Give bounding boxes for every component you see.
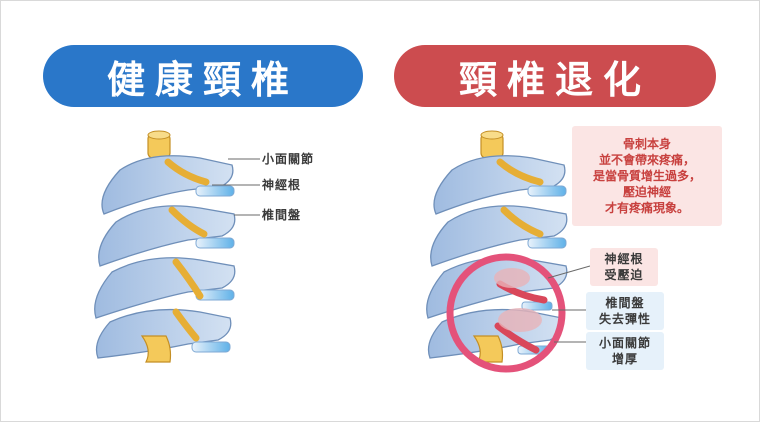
degenerated-spine [426, 130, 568, 373]
healthy-title: 健康頸椎 [43, 45, 363, 107]
problem-area-circle [446, 253, 566, 373]
degenerated-leader-lines [547, 265, 591, 343]
label-nerve-compressed: 神經根 受壓迫 [590, 248, 658, 286]
healthy-leader-lines [212, 158, 260, 216]
label-disc-elasticity: 椎間盤 失去彈性 [586, 292, 664, 330]
label-facet-hypertrophy: 小面關節 增厚 [586, 332, 664, 370]
label-disc: 椎間盤 [262, 208, 302, 222]
bone-spur-note: 骨刺本身 並不會帶來疼痛， 是當骨質增生過多， 壓迫神經 才有疼痛現象。 [572, 126, 722, 226]
healthy-spine [94, 130, 236, 363]
degenerated-title: 頸椎退化 [394, 45, 716, 107]
label-facet-joint: 小面關節 [262, 152, 315, 166]
label-nerve-root: 神經根 [262, 178, 302, 192]
